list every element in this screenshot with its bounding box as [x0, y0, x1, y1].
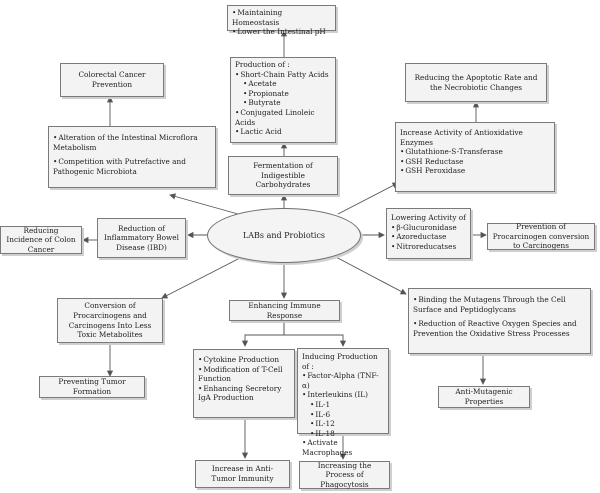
phagocytosis-box: Increasing the Process of Phagocytosis [299, 461, 390, 489]
production-item: Propionate [235, 89, 331, 99]
lowering-title: Lowering Activity of [391, 213, 466, 222]
production-item: Butyrate [235, 98, 331, 108]
arrow-immune-to-inducing [283, 321, 347, 347]
cytokine-item: Enhancing Secretory IgA Production [198, 384, 290, 403]
inducing-box: Inducing Production of : Factor-Alpha (T… [297, 348, 389, 457]
procarcinogen-box: Prevention of Procarcinogen conversion t… [487, 222, 595, 251]
conversion-box: Conversion of Procarcinogens and Carcino… [57, 298, 163, 343]
antioxidative-item: GSH Peroxidase [400, 166, 550, 176]
arrow-immune-to-cytokine [241, 321, 285, 347]
ibd-label: Reduction of Inflammatory Bowel Disease … [104, 223, 179, 252]
colorectal-label: Colorectal Cancer Prevention [78, 70, 146, 89]
antitumor-box: Increase in Anti-Tumor Immunity [195, 460, 290, 488]
lowering-item: β-Glucuronidase [391, 223, 466, 233]
microflora-item: Competition with Putrefactive and Pathog… [53, 157, 211, 176]
production-item: Short-Chain Fatty Acids [235, 70, 331, 80]
tumor-formation-box: Preventing Tumor Formation [39, 376, 145, 398]
homeostasis-item: Lower the Intestinal pH [232, 27, 331, 37]
antioxidative-item: Glutathione-S-Transferase [400, 147, 550, 157]
inducing-item: IL-12 [302, 419, 384, 429]
antioxidative-title: Increase Activity of Antioxidative Enzym… [400, 128, 523, 147]
inducing-item: Factor-Alpha (TNF-α) [302, 371, 384, 390]
production-box: Production of : Short-Chain Fatty Acids … [230, 57, 336, 143]
center-node: LABs and Probiotics [207, 208, 361, 263]
arrow-center-to-conversion [161, 257, 241, 299]
antioxidative-box: Increase Activity of Antioxidative Enzym… [395, 122, 555, 192]
conversion-label: Conversion of Procarcinogens and Carcino… [68, 301, 152, 340]
immune-box: Enhancing Immune Response [229, 300, 340, 321]
tumor-formation-label: Preventing Tumor Formation [58, 377, 126, 396]
antimutagenic-label: Anti-Mutagenic Properties [455, 387, 513, 406]
production-item: Acetate [235, 79, 331, 89]
production-item: Lactic Acid [235, 127, 331, 137]
lowering-item: Nitroreducatses [391, 242, 466, 252]
phagocytosis-label: Increasing the Process of Phagocytosis [317, 460, 372, 489]
antitumor-label: Increase in Anti-Tumor Immunity [211, 464, 274, 483]
inducing-item: IL-1 [302, 400, 384, 410]
apoptotic-box: Reducing the Apoptotic Rate and the Necr… [405, 63, 547, 102]
production-title: Production of : [235, 60, 290, 69]
inducing-item: IL-6 [302, 410, 384, 420]
mutagens-item: Binding the Mutagens Through the Cell Su… [413, 295, 586, 314]
fermentation-label: Fermentation of Indigestible Carbohydrat… [253, 161, 313, 190]
lowering-box: Lowering Activity of β-Glucuronidase Azo… [386, 208, 471, 259]
apoptotic-label: Reducing the Apoptotic Rate and the Necr… [414, 72, 538, 92]
antimutagenic-box: Anti-Mutagenic Properties [438, 386, 530, 408]
antioxidative-item: GSH Reductase [400, 157, 550, 167]
arrow-center-to-mutagens [333, 255, 407, 295]
inducing-item: IL-18 [302, 429, 384, 439]
cytokine-item: Cytokine Production [198, 355, 290, 365]
mutagens-box: Binding the Mutagens Through the Cell Su… [408, 288, 591, 354]
arrow-center-to-microflora [169, 193, 239, 215]
production-item: Conjugated Linoleic Acids [235, 108, 331, 127]
lowering-item: Azoreductase [391, 232, 466, 242]
homeostasis-box: Maintaining Homeostasis Lower the Intest… [227, 5, 336, 36]
colorectal-box: Colorectal Cancer Prevention [60, 63, 164, 97]
center-label: LABs and Probiotics [242, 231, 326, 240]
colon-label: Reducing Incidence of Colon Cancer [6, 225, 76, 254]
fermentation-box: Fermentation of Indigestible Carbohydrat… [228, 156, 338, 195]
microflora-item: Alteration of the Intestinal Microflora … [53, 133, 211, 152]
procarcinogen-label: Prevention of Procarcinogen conversion t… [492, 222, 590, 251]
ibd-box: Reduction of Inflammatory Bowel Disease … [97, 218, 186, 258]
inducing-title: Inducing Production of : [302, 352, 378, 371]
inducing-item: Interleukins (IL) [302, 390, 384, 400]
homeostasis-item: Maintaining Homeostasis [232, 8, 331, 27]
colon-box: Reducing Incidence of Colon Cancer [0, 226, 82, 254]
cytokine-box: Cytokine Production Modification of T-Ce… [193, 349, 295, 418]
microflora-box: Alteration of the Intestinal Microflora … [48, 126, 216, 188]
mutagens-item: Reduction of Reactive Oxygen Species and… [413, 319, 586, 338]
inducing-item: Activate Macrophages [302, 438, 384, 457]
arrow-center-to-antioxidative [337, 182, 399, 215]
cytokine-item: Modification of T-Cell Function [198, 365, 290, 384]
immune-label: Enhancing Immune Response [248, 300, 321, 320]
